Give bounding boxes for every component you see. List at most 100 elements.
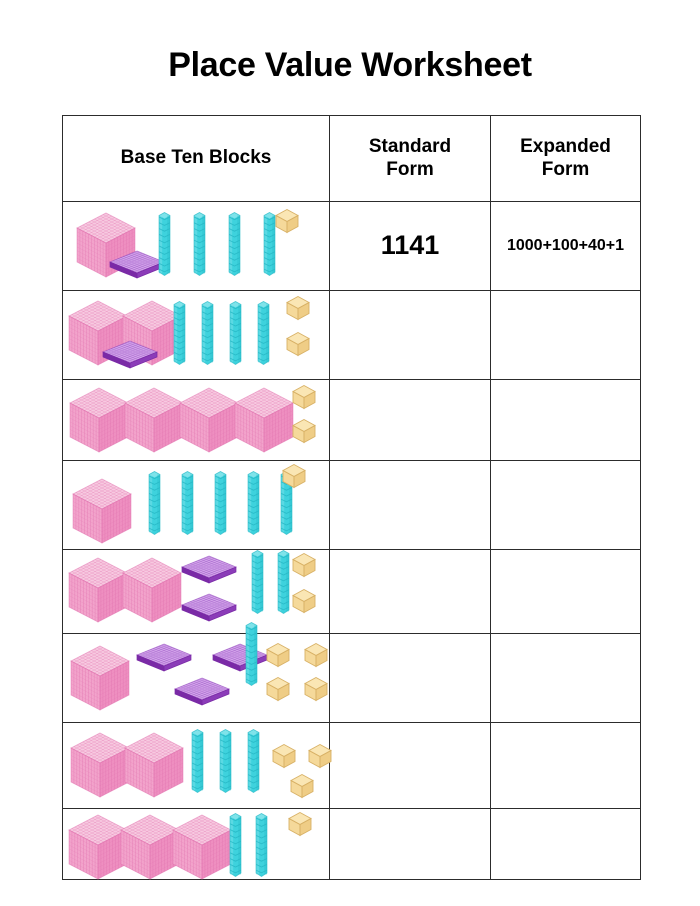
- ten-rod-block: [257, 301, 270, 367]
- expanded-form-cell[interactable]: [490, 549, 641, 634]
- standard-form-cell[interactable]: [329, 379, 491, 461]
- base-ten-blocks-cell: [62, 808, 330, 880]
- ten-rod-block: [228, 212, 241, 278]
- base-ten-blocks-cell: [62, 379, 330, 461]
- standard-form-cell[interactable]: [329, 549, 491, 634]
- expanded-form-cell[interactable]: 1000+100+40+1: [490, 201, 641, 291]
- table-row: [62, 808, 641, 880]
- table-row: [62, 290, 641, 380]
- ten-rod-block: [229, 813, 242, 879]
- hundred-flat-block: [180, 592, 238, 622]
- base-ten-blocks-cell: [62, 622, 330, 723]
- expanded-form-cell[interactable]: [490, 722, 641, 809]
- table-body: 1141 1000+100+40+1: [62, 201, 641, 880]
- base-ten-blocks-cell: [62, 201, 330, 291]
- standard-form-cell[interactable]: [329, 290, 491, 380]
- block-field: [63, 461, 330, 549]
- table-header-row: Base Ten Blocks Standard Form Expanded F…: [62, 115, 641, 202]
- hundred-flat-block: [135, 642, 193, 672]
- table-row: [62, 722, 641, 809]
- one-unit-block: [291, 588, 317, 614]
- thousand-cube-block: [67, 556, 129, 626]
- one-unit-block: [291, 384, 317, 410]
- ten-rod-block: [245, 622, 258, 688]
- thousand-cube-block: [69, 644, 131, 714]
- expanded-form-cell[interactable]: [490, 379, 641, 461]
- one-unit-block: [287, 811, 313, 837]
- thousand-cube-block: [69, 731, 131, 801]
- block-field: [63, 723, 333, 808]
- expanded-form-cell[interactable]: [490, 808, 641, 880]
- expanded-form-cell[interactable]: [490, 460, 641, 550]
- ten-rod-block: [148, 471, 161, 537]
- one-unit-block: [265, 642, 291, 668]
- thousand-cube-block: [123, 386, 185, 456]
- one-unit-block: [307, 743, 333, 769]
- ten-rod-block: [229, 301, 242, 367]
- thousand-cube-block: [123, 731, 185, 801]
- base-ten-blocks-cell: [62, 290, 330, 380]
- table-row: [62, 379, 641, 461]
- one-unit-block: [303, 676, 329, 702]
- thousand-cube-block: [233, 386, 295, 456]
- ten-rod-block: [191, 729, 204, 795]
- one-unit-block: [291, 418, 317, 444]
- standard-form-cell[interactable]: [329, 633, 491, 723]
- thousand-cube-block: [71, 477, 133, 547]
- one-unit-block: [271, 743, 297, 769]
- ten-rod-block: [214, 471, 227, 537]
- one-unit-block: [285, 331, 311, 357]
- ten-rod-block: [158, 212, 171, 278]
- one-unit-block: [274, 208, 300, 234]
- column-header-expanded-form: Expanded Form: [490, 115, 641, 202]
- ten-rod-block: [181, 471, 194, 537]
- table-row: [62, 622, 641, 723]
- block-field: [63, 622, 330, 722]
- ten-rod-block: [201, 301, 214, 367]
- base-ten-blocks-cell: [62, 460, 330, 550]
- column-header-standard-form-line2: Form: [386, 158, 434, 180]
- standard-form-cell[interactable]: [329, 460, 491, 550]
- thousand-cube-block: [171, 813, 233, 883]
- one-unit-block: [291, 552, 317, 578]
- thousand-cube-block: [121, 556, 183, 626]
- column-header-standard-form-line1: Standard: [368, 136, 452, 158]
- column-header-standard-form: Standard Form: [329, 115, 491, 202]
- hundred-flat-block: [173, 676, 231, 706]
- column-header-expanded-form-line2: Form: [541, 158, 590, 180]
- thousand-cube-block: [68, 386, 130, 456]
- block-field: [63, 809, 330, 880]
- base-ten-blocks-cell: [62, 549, 330, 634]
- block-field: [63, 550, 330, 633]
- block-field: [63, 291, 330, 379]
- one-unit-block: [303, 642, 329, 668]
- standard-form-value: 1141: [380, 230, 440, 261]
- hundred-flat-block: [101, 339, 159, 369]
- ten-rod-block: [277, 550, 290, 616]
- column-header-base-ten-blocks: Base Ten Blocks: [62, 115, 330, 202]
- expanded-form-cell[interactable]: [490, 633, 641, 723]
- thousand-cube-block: [119, 813, 181, 883]
- hundred-flat-block: [211, 642, 269, 672]
- expanded-form-value: 1000+100+40+1: [506, 237, 624, 255]
- ten-rod-block: [247, 729, 260, 795]
- table-row: 1141 1000+100+40+1: [62, 201, 641, 291]
- page-title: Place Value Worksheet: [168, 46, 532, 84]
- hundred-flat-block: [180, 554, 238, 584]
- expanded-form-cell[interactable]: [490, 290, 641, 380]
- standard-form-cell[interactable]: 1141: [329, 201, 491, 291]
- table-row: [62, 460, 641, 550]
- ten-rod-block: [247, 471, 260, 537]
- ten-rod-block: [173, 301, 186, 367]
- column-header-expanded-form-line1: Expanded: [520, 136, 611, 158]
- ten-rod-block: [193, 212, 206, 278]
- standard-form-cell[interactable]: [329, 722, 491, 809]
- ten-rod-block: [251, 550, 264, 616]
- place-value-table: Base Ten Blocks Standard Form Expanded F…: [62, 115, 641, 880]
- ten-rod-block: [263, 212, 276, 278]
- standard-form-cell[interactable]: [329, 808, 491, 880]
- ten-rod-block: [280, 471, 293, 537]
- one-unit-block: [265, 676, 291, 702]
- table-row: [62, 549, 641, 634]
